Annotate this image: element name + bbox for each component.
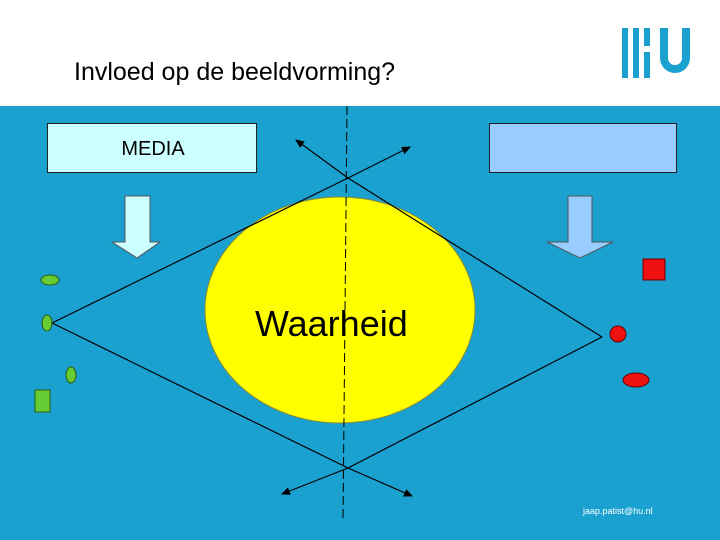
media-label: MEDIA: [121, 138, 185, 160]
arrow-bottom-left: [281, 467, 349, 495]
logo-bar-2: [633, 28, 639, 78]
media-box: MEDIA: [47, 123, 257, 173]
red-ellipse: [622, 372, 650, 388]
logo-u: [660, 28, 690, 73]
center-dashed-line: [342, 105, 348, 521]
arrow-top-right: [347, 146, 411, 179]
slide-header: [0, 0, 720, 106]
green-ellipse-top: [40, 274, 60, 286]
right-box: [489, 123, 677, 173]
logo-mark-1: [644, 28, 650, 46]
truth-label: Waarheid: [255, 303, 408, 344]
hu-logo: [622, 28, 690, 78]
line-left-lower: [51, 322, 349, 469]
right-down-arrow: [546, 195, 614, 259]
line-right-lower: [347, 336, 603, 469]
red-circle: [609, 325, 627, 343]
red-square: [642, 258, 666, 281]
footer-email: jaap.patist@hu.nl: [583, 506, 653, 516]
logo-mark-2: [644, 52, 650, 78]
truth-circle: [204, 196, 476, 424]
line-left-upper: [51, 177, 349, 324]
arrow-top-left: [295, 139, 349, 179]
slide-title: Invloed op de beeldvorming?: [74, 58, 396, 86]
green-ellipse-mid: [41, 314, 53, 332]
green-square: [34, 389, 51, 413]
green-ellipse-low: [65, 366, 77, 384]
left-down-arrow: [110, 195, 162, 259]
arrow-bottom-right: [347, 467, 413, 497]
line-right-upper: [347, 177, 603, 338]
logo-bar-1: [622, 28, 628, 78]
